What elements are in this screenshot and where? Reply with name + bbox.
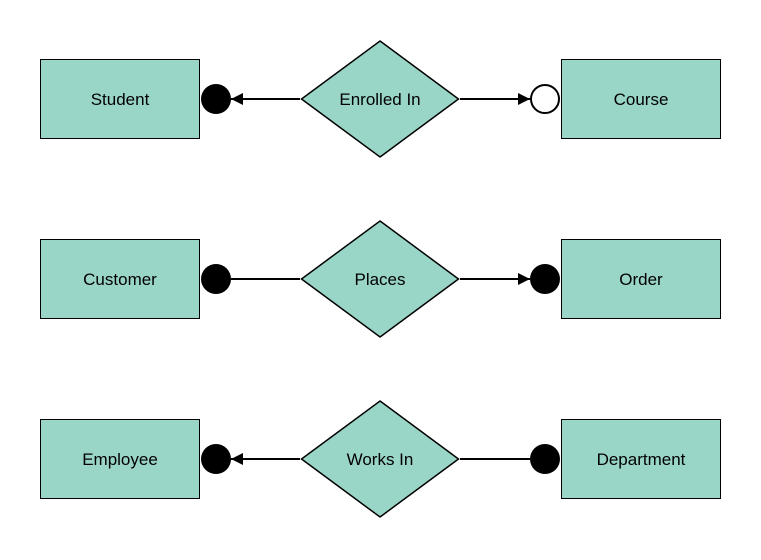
relationship-label: Works In bbox=[346, 449, 414, 469]
entity-customer: Customer bbox=[40, 239, 200, 319]
relationship-row-employee-department: Employee Works In Department bbox=[0, 400, 761, 518]
relationship-diamond bbox=[300, 40, 460, 158]
connector-line bbox=[231, 278, 300, 280]
filled-circle-marker bbox=[201, 84, 231, 114]
entity-course-label: Course bbox=[613, 89, 669, 109]
right-arrowhead-icon bbox=[518, 273, 530, 285]
connector-line bbox=[460, 278, 530, 280]
open-circle-marker bbox=[530, 84, 560, 114]
right-arrowhead-icon bbox=[518, 93, 530, 105]
entity-customer-label: Customer bbox=[83, 269, 157, 289]
connector-line bbox=[231, 458, 300, 460]
diamond-shape bbox=[300, 220, 460, 338]
entity-department-label: Department bbox=[596, 449, 686, 469]
diamond-shape bbox=[300, 40, 460, 158]
entity-employee-label: Employee bbox=[82, 449, 158, 469]
relationship-row-student-course: Student Enrolled In Course bbox=[0, 40, 761, 158]
relationship-label: Places bbox=[354, 269, 406, 289]
filled-circle-marker bbox=[530, 264, 560, 294]
relationship-row-customer-order: Customer Places Order bbox=[0, 220, 761, 338]
filled-circle-marker bbox=[201, 444, 231, 474]
filled-circle-marker bbox=[530, 444, 560, 474]
filled-circle-marker bbox=[201, 264, 231, 294]
entity-student: Student bbox=[40, 59, 200, 139]
relationship-diamond bbox=[300, 400, 460, 518]
connector-line bbox=[460, 98, 530, 100]
entity-department: Department bbox=[561, 419, 721, 499]
entity-order: Order bbox=[561, 239, 721, 319]
entity-employee: Employee bbox=[40, 419, 200, 499]
relationship-diamond bbox=[300, 220, 460, 338]
entity-order-label: Order bbox=[619, 269, 663, 289]
entity-student-label: Student bbox=[90, 89, 150, 109]
connector-line bbox=[460, 458, 530, 460]
relationship-label: Enrolled In bbox=[339, 89, 421, 109]
diamond-shape bbox=[300, 400, 460, 518]
connector-line bbox=[231, 98, 300, 100]
entity-course: Course bbox=[561, 59, 721, 139]
